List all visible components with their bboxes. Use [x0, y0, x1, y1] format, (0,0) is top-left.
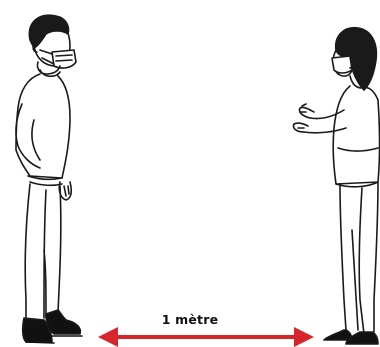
- distance-label: 1 mètre: [150, 312, 230, 327]
- woman-legs: [340, 186, 346, 330]
- man-sweater: [16, 74, 70, 178]
- woman-shoe-left: [324, 330, 352, 340]
- woman-figure: [293, 28, 379, 344]
- distance-arrow: [98, 327, 314, 347]
- woman-top: [333, 86, 379, 184]
- man-hair: [29, 15, 68, 48]
- man-shoe-right: [46, 310, 80, 334]
- man-figure: [16, 15, 82, 343]
- mask-icon: [52, 50, 76, 68]
- man-legs: [25, 184, 30, 318]
- mask-icon: [332, 56, 352, 73]
- arrowhead-left-icon: [98, 327, 118, 347]
- arrowhead-right-icon: [294, 327, 314, 347]
